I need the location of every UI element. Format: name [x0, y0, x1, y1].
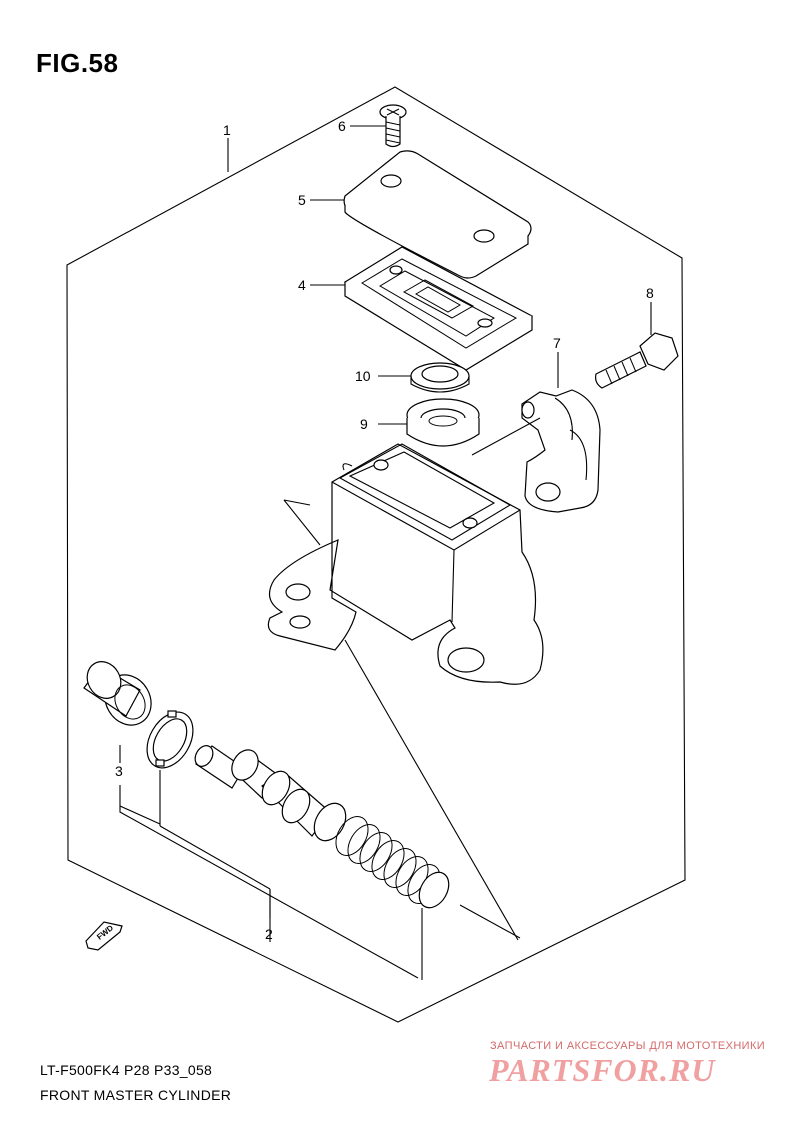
callout-6: 6	[338, 118, 346, 134]
callout-7: 7	[553, 335, 561, 351]
fwd-arrow-icon	[85, 921, 123, 951]
callout-1: 1	[223, 122, 231, 138]
part-4-diaphragm	[310, 246, 534, 371]
callout-2: 2	[265, 926, 273, 942]
callout-8: 8	[646, 285, 654, 301]
diagram-code: LT-F500FK4 P28 P33_058	[40, 1062, 213, 1078]
callout-3: 3	[115, 763, 123, 779]
part-8-bolt	[595, 302, 679, 389]
assembly-outline	[66, 86, 686, 1023]
watermark-logo: PARTSFOR.RU	[489, 1052, 716, 1088]
axis-line-2	[459, 904, 521, 939]
watermark-tagline: ЗАПЧАСТИ И АКСЕССУАРЫ ДЛЯ МОТОТЕХНИКИ	[490, 1040, 766, 1052]
part-5-reservoir-cap	[310, 150, 532, 279]
part-10-ring	[378, 362, 470, 393]
part-7-clamp	[521, 352, 601, 513]
callout-10: 10	[355, 368, 371, 384]
bracket-item-2	[159, 825, 271, 890]
part-circlip	[146, 710, 194, 769]
part-6-screw	[350, 104, 407, 148]
callout-5: 5	[298, 192, 306, 208]
callout-9: 9	[360, 416, 368, 432]
axis-line	[344, 639, 519, 941]
diagram-name: FRONT MASTER CYLINDER	[40, 1087, 232, 1103]
part-piston-spring	[194, 745, 450, 909]
figure-title: FIG.58	[36, 48, 119, 78]
master-cylinder-body	[267, 417, 544, 685]
bracket-item-3	[119, 785, 161, 825]
part-3-dust-cup	[83, 661, 152, 763]
callout-4: 4	[298, 277, 306, 293]
part-9-boot	[378, 398, 480, 447]
